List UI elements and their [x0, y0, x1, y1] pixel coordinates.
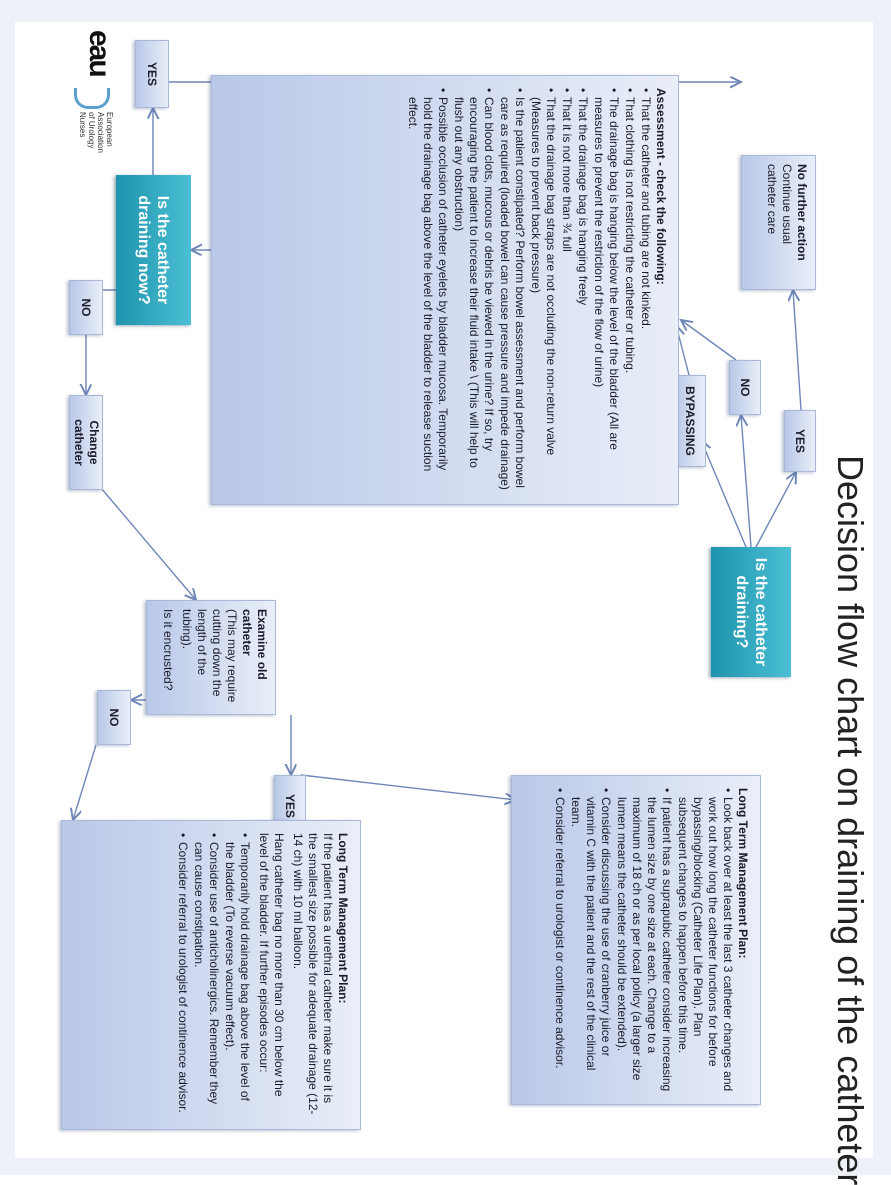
ltm-top-list: Look back over at least the last 3 cathe… [552, 788, 735, 1092]
assessment-item: That it is not more than ¾ full [559, 88, 574, 492]
ltm-top-item: Consider referral to urologist or contin… [552, 788, 567, 1092]
assessment-item: The drainage bag is hanging below the le… [591, 88, 621, 492]
node-yes-left: YES [135, 40, 169, 108]
node-is-catheter-draining-now: Is the catheter draining now? [116, 175, 191, 325]
ltm-bottom-item: Consider use of anticholinergics. Rememb… [191, 833, 221, 1117]
node-change-catheter: Change catheter [69, 395, 103, 490]
node-no-further-action: No further action Continue usual cathete… [741, 155, 816, 290]
no-further-line2: catheter care [765, 164, 779, 235]
assessment-item: Possible occlusion of catheter eyelets b… [405, 88, 450, 492]
ltm-top-item: Consider discussing the use of cranberry… [568, 788, 613, 1092]
node-long-term-plan-bottom: Long Term Management Plan: If the patien… [61, 820, 361, 1130]
arrow-draining-to-no [741, 415, 752, 548]
assessment-list: That the catheter and tubing are not kin… [405, 88, 653, 492]
ltm-top-item: Look back over at least the last 3 cathe… [675, 788, 735, 1092]
ltm-bottom-para1: If the patient has a urethral catheter m… [291, 833, 335, 1115]
no-further-title: No further action [795, 164, 809, 261]
node-no-top: NO [729, 360, 761, 415]
assessment-item: Is the patient constipated? Perform bowe… [497, 88, 527, 492]
arrow-yes-to-nofurther [793, 290, 802, 411]
logo-text: European Association of Urology Nurses [78, 112, 114, 153]
node-yes-top: YES [784, 410, 816, 472]
arrow-yes-to-ltmtop [300, 774, 516, 800]
eaun-logo: eau European Association of Urology Nurs… [56, 30, 116, 180]
arrow-change-to-examine [100, 487, 196, 600]
node-examine-old-catheter: Examine old catheter (This may require c… [146, 600, 276, 715]
assessment-item: That the catheter and tubing are not kin… [638, 88, 653, 492]
page-title: Decision flow chart on draining of the c… [830, 455, 871, 1185]
logo-mark: eau [83, 30, 116, 76]
examine-body: (This may require cutting down the lengt… [180, 609, 239, 703]
arrow-draining-to-bypassing [701, 440, 747, 548]
node-no-left: NO [69, 280, 103, 335]
assessment-item: Can blood clots, mucous or debris be vie… [451, 88, 496, 492]
node-assessment: Assessment - check the following: That t… [211, 75, 679, 505]
ltm-top-title: Long Term Management Plan: [736, 788, 750, 959]
ltm-bottom-item: Temporarily hold drainage bag above the … [222, 833, 252, 1117]
arrow-draining-to-yes [755, 472, 796, 548]
ltm-bottom-item: Consider referral to urologist of contin… [175, 833, 190, 1117]
assessment-item: That the drainage bag straps are not occ… [528, 88, 558, 492]
assessment-title: Assessment - check the following: [654, 88, 668, 285]
ltm-bottom-para2: Hang catheter bag no more than 30 cm bel… [257, 833, 286, 1097]
node-no-encrusted: NO [97, 690, 131, 745]
logo-ring-icon [74, 88, 110, 109]
ltm-top-item: If patient has a suprapubic catheter con… [614, 788, 674, 1092]
assessment-item: That the drainage bag is hanging freely [575, 88, 590, 492]
node-long-term-plan-top: Long Term Management Plan: Look back ove… [511, 775, 761, 1105]
ltm-bottom-title: Long Term Management Plan: [336, 833, 350, 1004]
ltm-bottom-list: Temporarily hold drainage bag above the … [175, 833, 252, 1117]
arrow-no-to-assessment [681, 320, 737, 361]
assessment-item: That clothing is not restricting the cat… [622, 88, 637, 492]
node-is-catheter-draining: Is the catheter draining? [711, 547, 791, 677]
examine-question: Is it encrusted? [161, 609, 175, 691]
examine-title: Examine old catheter [240, 609, 269, 680]
no-further-line1: Continue usual [780, 164, 794, 245]
arrow-no-to-ltmbottom [73, 744, 97, 820]
